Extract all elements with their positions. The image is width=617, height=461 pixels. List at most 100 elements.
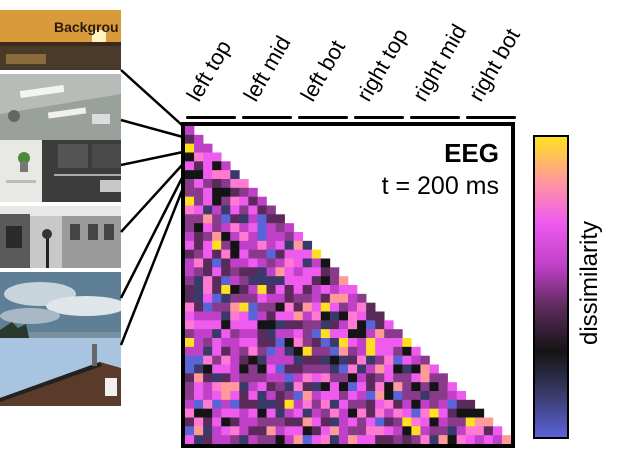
matrix-cell [221,170,231,180]
matrix-cell [420,382,430,392]
matrix-cell [275,373,285,383]
matrix-cell [203,196,213,206]
matrix-cell [284,364,294,374]
matrix-cell [257,258,267,268]
matrix-cell [293,276,304,286]
matrix-cell [203,364,213,374]
matrix-cell [239,258,249,268]
matrix-cell [203,143,213,153]
matrix-cell [366,373,376,383]
panel-title: EEG [444,138,499,168]
matrix-cell [338,293,349,303]
matrix-cell [212,311,222,321]
matrix-cell [384,364,394,374]
matrix-cell [185,373,195,383]
matrix-cell [239,249,249,259]
matrix-cell [212,435,222,444]
colorbar-label: dissimilarity [576,220,603,346]
matrix-cell [384,408,394,418]
matrix-cell [293,320,304,330]
matrix-cell [411,417,421,427]
matrix-cell [338,302,349,312]
matrix-cell [429,373,439,383]
matrix-cell [239,187,249,197]
matrix-cell [185,329,195,339]
matrix-cell [257,285,267,295]
matrix-cell [212,232,222,242]
matrix-cell [329,382,340,392]
matrix-cell [311,338,322,348]
matrix-cell [239,293,249,303]
matrix-cell [320,293,331,303]
matrix-cell [320,417,331,427]
matrix-cell [194,346,204,356]
matrix-cell [329,311,340,321]
connector-line [119,175,185,299]
matrix-cell [357,364,367,374]
matrix-cell [257,364,267,374]
matrix-cell [429,435,439,444]
matrix-cell [230,187,240,197]
connector-line [120,150,184,167]
matrix-cell [302,373,313,383]
matrix-cell [266,320,276,330]
matrix-cell [248,426,258,436]
matrix-cell [393,373,403,383]
matrix-cell [411,373,421,383]
matrix-cell [266,435,276,444]
thumbnail-cloudy-sky [0,272,121,342]
matrix-cell [338,426,349,436]
matrix-cell [293,258,304,268]
matrix-cell [357,329,367,339]
matrix-cell [266,329,276,339]
matrix-cell [257,276,267,286]
matrix-cell [212,408,222,418]
matrix-cell [248,293,258,303]
matrix-cell [438,382,448,392]
matrix-cell [320,302,331,312]
matrix-cell [438,417,448,427]
matrix-cell [203,205,213,215]
matrix-cell [266,426,276,436]
matrix-cell [357,355,367,365]
matrix-cell [366,408,376,418]
matrix-cell [338,373,349,383]
matrix-cell [357,293,367,303]
building-street-image [0,206,121,268]
matrix-cell [212,320,222,330]
matrix-cell [248,258,258,268]
matrix-cell [275,293,285,303]
matrix-cell [230,196,240,206]
matrix-cell [203,382,213,392]
matrix-cell [248,408,258,418]
matrix-cell [357,338,367,348]
matrix-cell [212,187,222,197]
matrix-cell [266,364,276,374]
matrix-cell [203,276,213,286]
matrix-cell [275,311,285,321]
matrix-cell [221,373,231,383]
matrix-cell [357,435,367,444]
matrix-cell [239,311,249,321]
matrix-cell [194,408,204,418]
matrix-cell [284,408,294,418]
matrix-cell [311,267,322,277]
matrix-cell [302,426,313,436]
matrix-cell [311,320,322,330]
matrix-cell [338,364,349,374]
matrix-cell [185,161,195,171]
matrix-cell [185,399,195,409]
matrix-cell [203,223,213,233]
matrix-cell [212,196,222,206]
matrix-cell [302,355,313,365]
matrix-cell [348,320,358,330]
matrix-cell [284,258,294,268]
matrix-cell [194,338,204,348]
matrix-cell [293,338,304,348]
matrix-cell [257,391,267,401]
matrix-cell [465,426,476,436]
matrix-cell [239,364,249,374]
matrix-cell [329,435,340,444]
matrix-cell [230,435,240,444]
matrix-cell [293,399,304,409]
